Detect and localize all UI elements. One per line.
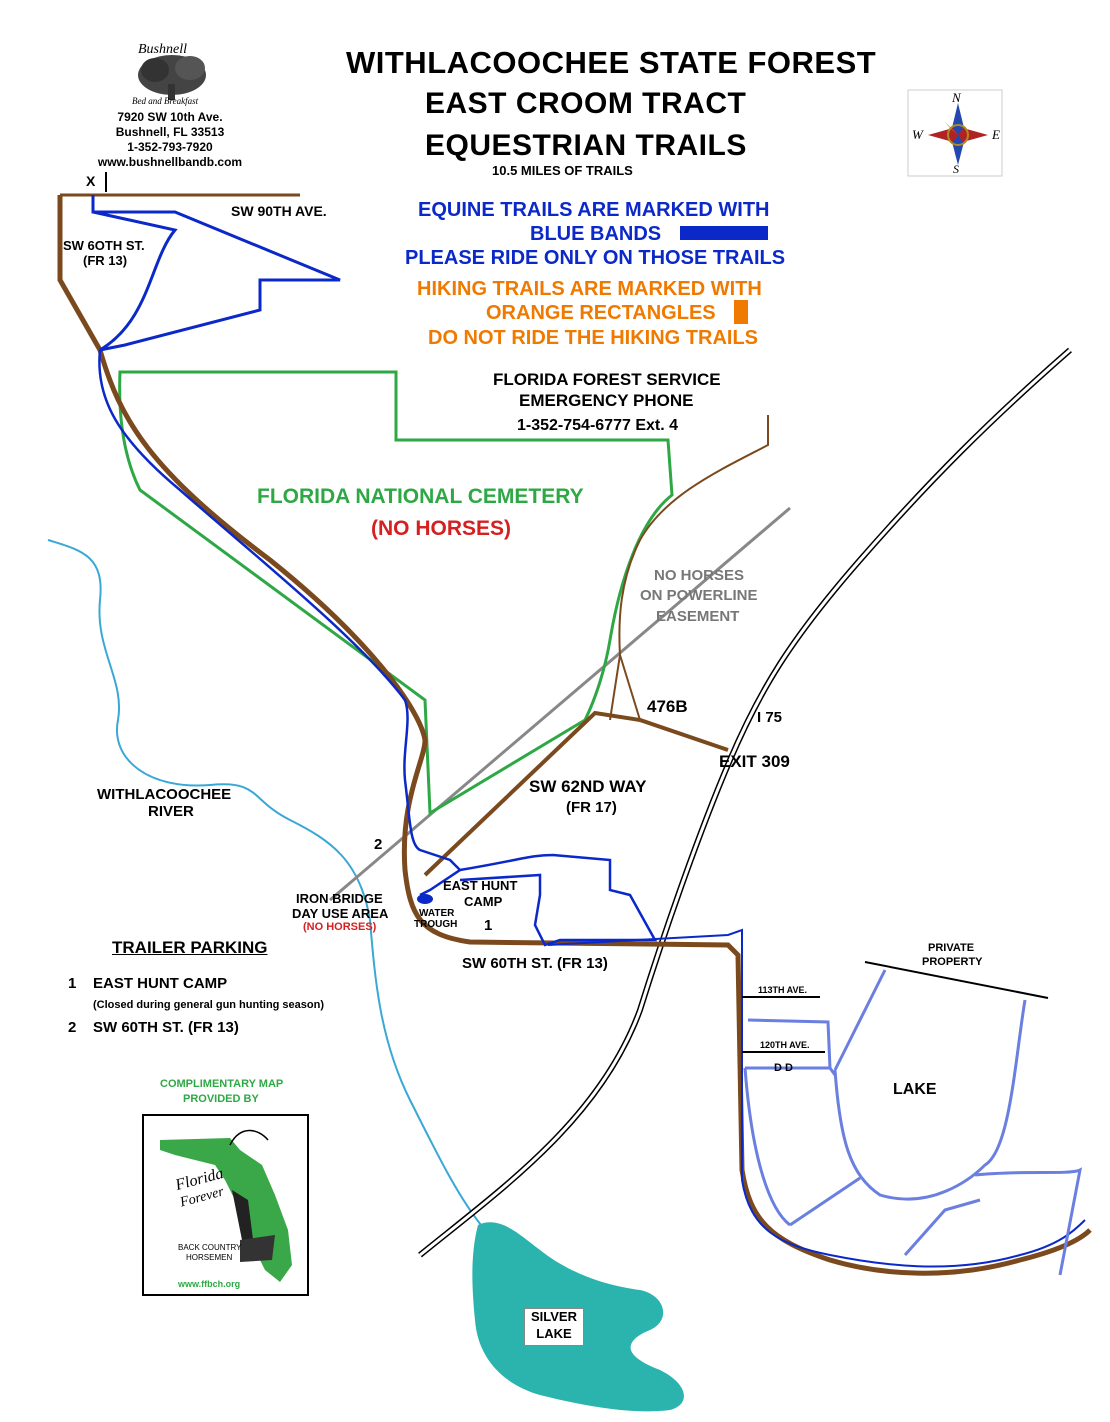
equine-notice-line-3: PLEASE RIDE ONLY ON THOSE TRAILS	[405, 247, 786, 269]
equine-trail-west-corridor	[98, 349, 462, 897]
equine-notice-line-2: BLUE BANDS	[530, 223, 662, 245]
label-river-1: WITHLACOOCHEE	[97, 786, 232, 803]
credit-org-2: HORSEMEN	[186, 1253, 233, 1262]
credit-line-1: COMPLIMENTARY MAP	[160, 1078, 284, 1090]
label-marker-1: 1	[484, 917, 493, 934]
sponsor-website: www.bushnellbandb.com	[97, 155, 243, 169]
label-sw-60th-st-top-2: (FR 13)	[83, 253, 128, 268]
map-title-line-3: EQUESTRIAN TRAILS	[425, 129, 747, 162]
equine-trail-north-loop	[91, 195, 341, 352]
label-dd: D D	[774, 1062, 793, 1074]
label-powerline-2: ON POWERLINE	[640, 587, 758, 604]
label-silver-2: LAKE	[536, 1326, 572, 1341]
credit-web: www.ffbch.org	[178, 1279, 241, 1289]
credit-org-1: BACK COUNTRY	[178, 1243, 242, 1252]
label-113th-ave: 113TH AVE.	[758, 985, 808, 995]
label-fr-17: (FR 17)	[566, 799, 617, 816]
label-i75: I 75	[757, 709, 783, 726]
bushnell-logo-script: Bushnell	[138, 42, 187, 57]
label-sw-60th-st-top-1: SW 6OTH ST.	[63, 238, 145, 253]
label-private-2: PROPERTY	[922, 956, 983, 968]
label-river-2: RIVER	[148, 803, 194, 820]
label-powerline-1: NO HORSES	[654, 567, 745, 584]
withlacoochee-river	[47, 539, 486, 1231]
credit-line-2: PROVIDED BY	[183, 1093, 259, 1105]
lake-trail-network	[743, 969, 1083, 1276]
road-476b	[618, 415, 769, 721]
private-property-line	[864, 961, 1049, 999]
bushnell-tree-logo	[138, 55, 206, 100]
water-trough-marker	[417, 894, 433, 904]
map-subtitle: 10.5 MILES OF TRAILS	[492, 163, 633, 178]
sponsor-phone: 1-352-793-7920	[127, 140, 213, 154]
trailer-parking-item2: SW 60TH ST. (FR 13)	[93, 1019, 239, 1036]
sponsor-city: Bushnell, FL 33513	[115, 125, 225, 139]
label-lake: LAKE	[893, 1081, 937, 1098]
label-iron-bridge-1: IRON BRIDGE	[296, 891, 383, 906]
label-exit-309: EXIT 309	[719, 752, 790, 771]
label-private-1: PRIVATE	[928, 942, 975, 954]
road-sw-60th-st-main	[57, 195, 1092, 1276]
silver-lake-label-box	[524, 1308, 584, 1346]
sponsor-address: 7920 SW 10th Ave.	[117, 110, 223, 124]
ffs-line-2: EMERGENCY PHONE	[519, 391, 694, 410]
equine-notice-line-1: EQUINE TRAILS ARE MARKED WITH	[418, 199, 770, 221]
map-title-line-2: EAST CROOM TRACT	[425, 87, 747, 120]
label-east-hunt-2: CAMP	[464, 894, 503, 909]
trailer-parking-item2-num: 2	[68, 1019, 77, 1036]
trailer-parking-item1-note: (Closed during general gun hunting seaso…	[93, 999, 325, 1011]
hiking-notice-line-1: HIKING TRAILS ARE MARKED WITH	[417, 278, 762, 300]
label-sw-60th-st-bottom: SW 60TH ST. (FR 13)	[462, 955, 608, 972]
blue-band-swatch	[680, 226, 768, 240]
label-silver-1: SILVER	[531, 1309, 577, 1324]
ffs-line-3: 1-352-754-6777 Ext. 4	[517, 417, 678, 434]
label-476b: 476B	[647, 697, 688, 716]
label-marker-2: 2	[374, 836, 383, 853]
label-start-x: X	[86, 173, 96, 189]
hiking-notice-line-2: ORANGE RECTANGLES	[486, 302, 716, 324]
label-sw-90th-ave: SW 90TH AVE.	[231, 203, 327, 219]
equine-trail-east-hunt-loop	[459, 853, 658, 947]
label-powerline-3: EASEMENT	[656, 608, 740, 625]
trailer-parking-heading: TRAILER PARKING	[112, 938, 268, 957]
trailer-parking-item1-num: 1	[68, 975, 77, 992]
label-120th-ave: 120TH AVE.	[760, 1040, 810, 1050]
compass-w: W	[912, 127, 923, 142]
map-title-line-1: WITHLACOOCHEE STATE FOREST	[346, 45, 877, 80]
road-sw-62nd-way	[423, 710, 729, 877]
back-country-horsemen-logo	[142, 1114, 309, 1296]
label-cemetery-no-horses: (NO HORSES)	[371, 517, 512, 540]
label-sw-62nd-way: SW 62ND WAY	[529, 777, 647, 796]
bushnell-logo-tagline: Bed and Breakfast	[132, 96, 199, 106]
compass-e: E	[992, 127, 1000, 142]
cemetery-boundary	[118, 370, 674, 816]
equine-trail-east-corridor	[547, 928, 1086, 1268]
label-iron-bridge-no-horses: (NO HORSES)	[303, 921, 377, 933]
hiking-notice-line-3: DO NOT RIDE THE HIKING TRAILS	[428, 327, 758, 349]
trailer-parking-item1: EAST HUNT CAMP	[93, 975, 228, 992]
label-cemetery: FLORIDA NATIONAL CEMETERY	[257, 485, 584, 508]
ffs-line-1: FLORIDA FOREST SERVICE	[493, 370, 721, 389]
label-east-hunt-1: EAST HUNT	[443, 878, 518, 893]
compass-n: N	[952, 90, 961, 105]
label-water-1: WATER	[419, 908, 455, 919]
compass-rose-icon	[907, 89, 1003, 177]
label-water-2: TROUGH	[414, 919, 458, 930]
compass-s: S	[953, 162, 959, 176]
label-iron-bridge-2: DAY USE AREA	[292, 906, 389, 921]
orange-rectangle-swatch	[734, 300, 748, 324]
